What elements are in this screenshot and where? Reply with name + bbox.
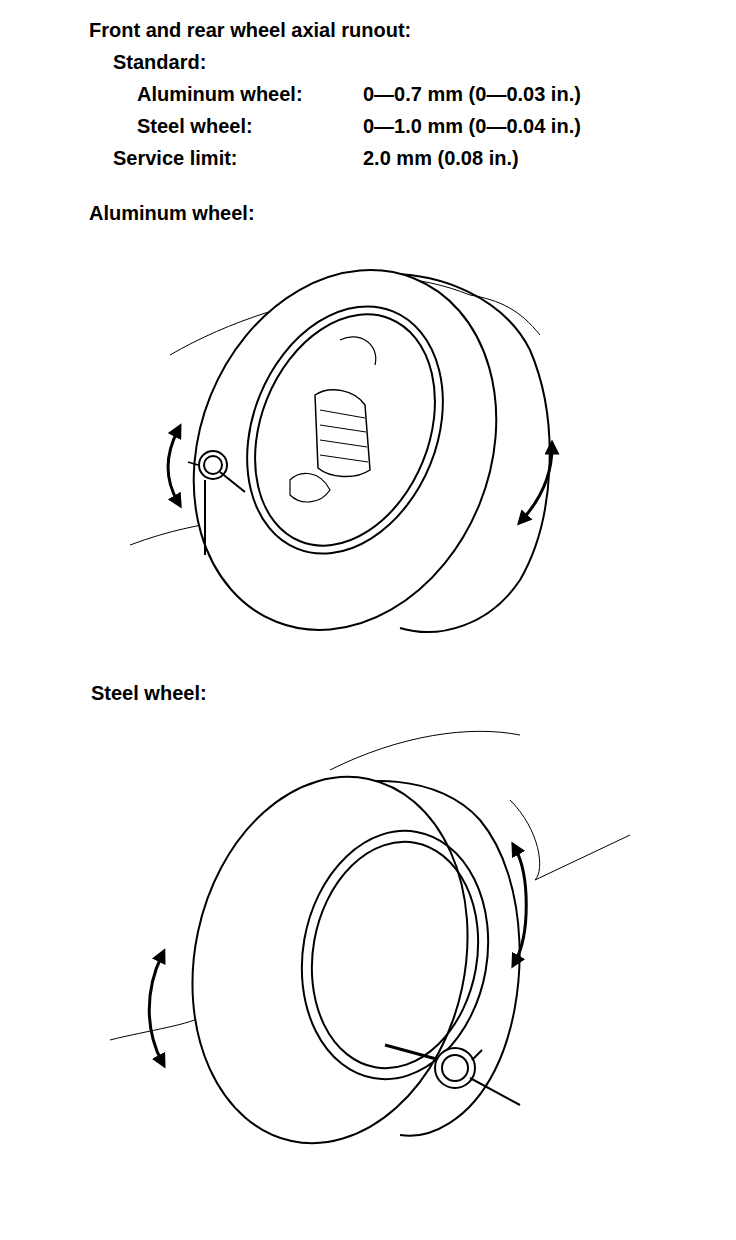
- steel-wheel-figure: [110, 731, 630, 1169]
- spec-value: 2.0 mm (0.08 in.): [362, 146, 520, 170]
- spec-value: 0—1.0 mm (0—0.04 in.): [362, 114, 582, 138]
- heading-label: Standard:: [112, 50, 207, 74]
- title: Front and rear wheel axial runout:: [88, 18, 412, 42]
- spec-label: Service limit:: [112, 146, 239, 170]
- spec-value: 0—0.7 mm (0—0.03 in.): [362, 82, 582, 106]
- section-heading: Aluminum wheel:: [88, 201, 256, 225]
- spec-label: Aluminum wheel:: [136, 82, 304, 106]
- section-heading: Steel wheel:: [90, 681, 208, 705]
- spec-label: Steel wheel:: [136, 114, 254, 138]
- aluminum-wheel-figure: [130, 224, 552, 676]
